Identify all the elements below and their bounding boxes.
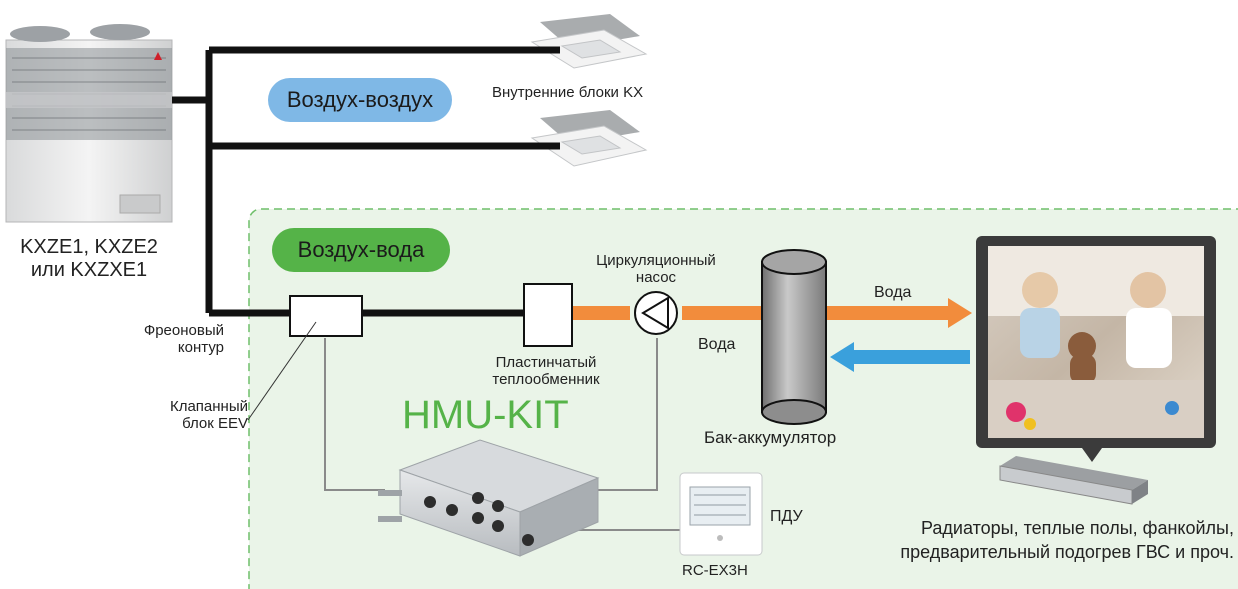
indoor-cassette-unit-top (530, 14, 648, 69)
valve-block-label-line2: блок EEV (182, 415, 248, 433)
air-air-zone-label: Воздух-воздух (268, 78, 452, 122)
freon-circuit-label-line1: Фреоновый (143, 322, 224, 339)
pump-label-line2: насос (635, 269, 677, 287)
circulation-pump-icon (634, 291, 678, 335)
water-supply-label: Вода (874, 284, 912, 301)
remote-model-label: RC-EX3H (682, 562, 748, 579)
supply-water-pipe (572, 306, 630, 320)
fan-coil-unit (999, 456, 1148, 505)
applications-label: Радиаторы, теплые полы, фанкойлы, предва… (830, 516, 1234, 565)
family-room-photo (976, 236, 1216, 462)
applications-label-line1: Радиаторы, теплые полы, фанкойлы, (921, 518, 1234, 538)
storage-tank-label: Бак-аккумулятор (704, 428, 837, 447)
hmu-kit-title: HMU-KIT (402, 393, 569, 437)
outdoor-unit-label-line1: KXZE1, KXZE2 (20, 236, 158, 258)
pump-label-line1: Циркуляционный (596, 252, 716, 269)
return-water-arrow (830, 342, 970, 372)
pump-label: Циркуляционный насос (568, 252, 744, 287)
heat-exchanger-label: Пластинчатый теплообменник (466, 354, 626, 389)
supply-water-pipe-2 (682, 306, 762, 320)
remote-label: ПДУ (770, 508, 803, 525)
remote-controller (679, 472, 763, 556)
valve-block-label-line1: Клапанный (169, 398, 248, 415)
heat-exchanger-label-line2: теплообменник (492, 371, 600, 389)
hmu-kit-box (378, 439, 600, 557)
water-return-label: Вода (698, 336, 736, 353)
valve-block-eev (289, 295, 363, 337)
refrigerant-lines (172, 46, 560, 317)
valve-block-label: Клапанный блок EEV (124, 398, 248, 433)
outdoor-unit-label: KXZE1, KXZE2 или KXZXE1 (4, 236, 174, 282)
outdoor-unit-image (5, 24, 173, 223)
indoor-cassette-unit-bottom (530, 110, 648, 167)
valve-block-leader (247, 321, 317, 421)
outdoor-unit-label-line2: или KXZXE1 (30, 259, 148, 281)
plate-heat-exchanger (523, 283, 573, 347)
storage-tank (761, 249, 827, 425)
applications-label-line2: предварительный подогрев ГВС и проч. (900, 542, 1234, 563)
heat-exchanger-label-line1: Пластинчатый (495, 354, 597, 371)
control-wiring (324, 338, 690, 531)
freon-circuit-label-line2: контур (177, 339, 224, 357)
supply-water-arrow (826, 298, 972, 328)
freon-circuit-label: Фреоновый контур (114, 322, 224, 357)
air-water-zone-label: Воздух-вода (272, 228, 450, 272)
indoor-units-label: Внутренние блоки KX (492, 84, 644, 101)
